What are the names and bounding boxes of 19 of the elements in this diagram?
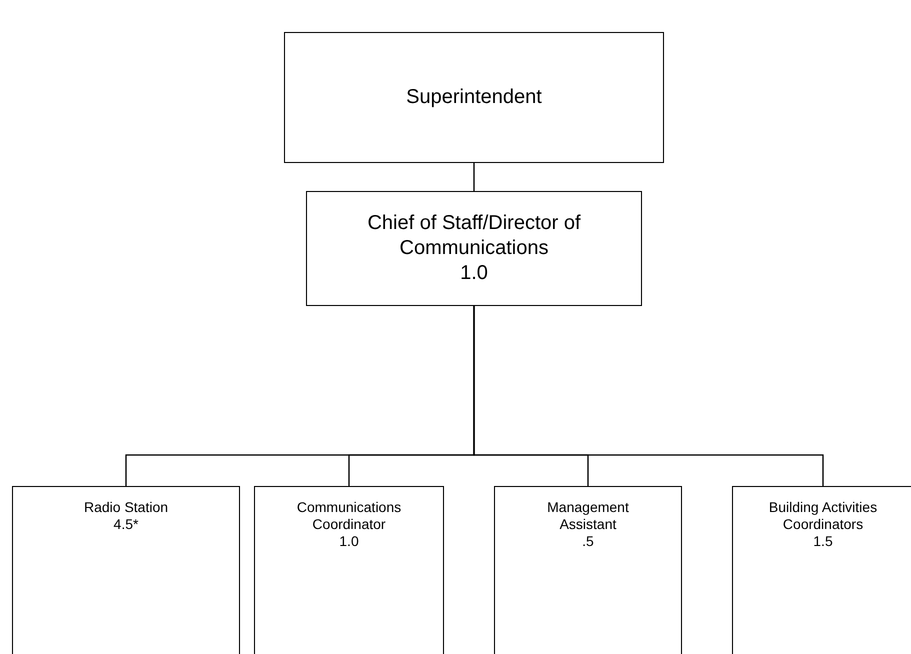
org-box [306, 191, 642, 306]
org-box [494, 486, 682, 654]
position-title: 1.0 [339, 533, 359, 550]
org-box [284, 32, 664, 163]
position-title: 1.0 [460, 261, 488, 286]
position-title: Radio Station [84, 499, 168, 516]
org-box [254, 486, 444, 654]
position-title: Superintendent [406, 85, 542, 110]
connector-line [473, 306, 824, 486]
connector-line [473, 163, 475, 191]
position-title: Chief of Staff/Director of Communications [366, 211, 582, 261]
position-title: Building Activities Coordinators [768, 499, 878, 533]
org-box [12, 486, 240, 654]
position-title: Management Assistant [546, 499, 630, 533]
position-title: 1.5 [813, 533, 833, 550]
position-title: 4.5* [114, 516, 138, 533]
org-box [732, 486, 911, 654]
position-title: Communications Coordinator [296, 499, 402, 533]
position-title: .5 [582, 533, 594, 550]
